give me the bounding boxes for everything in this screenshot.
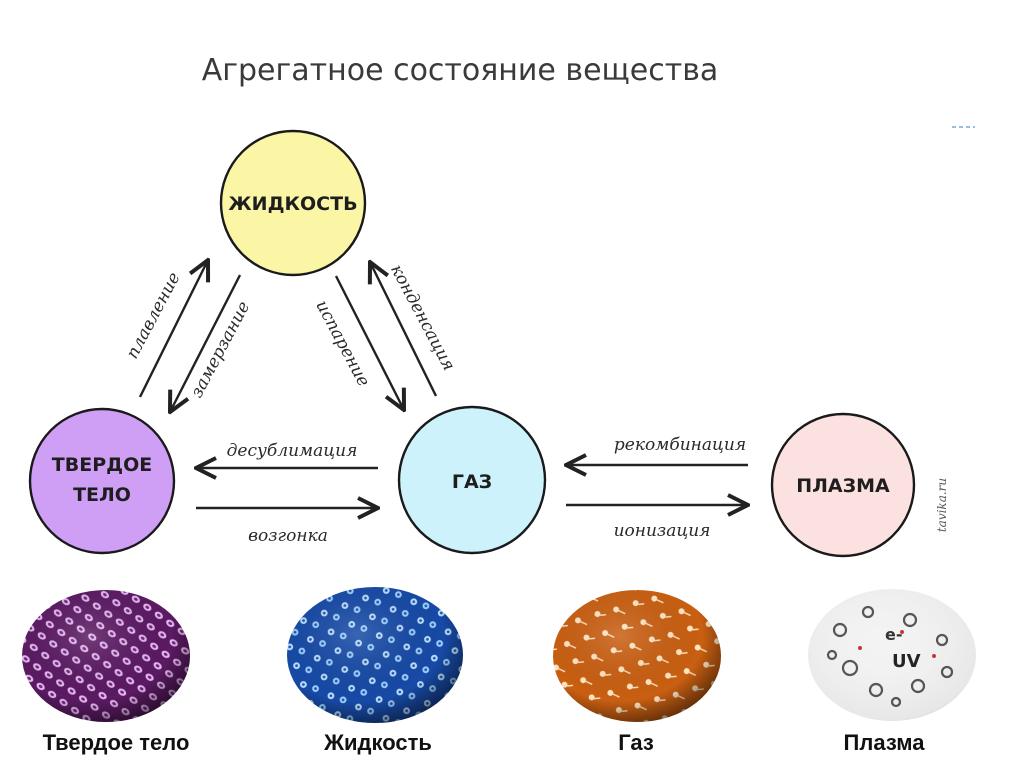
evaporation-label: испарение [311, 297, 373, 390]
sublimation-label: возгонка [248, 526, 328, 546]
plasma-state-circle [770, 412, 916, 558]
caption-liquid: Жидкость [323, 730, 432, 755]
solid-sphere-illustration [22, 590, 190, 722]
credit-text: tavika.ru [935, 478, 949, 532]
plasma-sphere-illustration: e- UV [808, 589, 976, 721]
melting-label: плавление [122, 269, 184, 362]
freezing-arrow [170, 274, 242, 412]
gas-state-label: ГАЗ [452, 471, 492, 493]
liquid-state-label: ЖИДКОСТЬ [228, 193, 357, 215]
condensation-arrow [370, 262, 438, 397]
desublimation-label: десублимация [227, 441, 358, 461]
caption-gas: Газ [618, 730, 654, 755]
melting-arrow [138, 260, 208, 398]
ionization-label: ионизация [614, 521, 711, 541]
liquid-sphere-illustration [287, 587, 463, 723]
gas-sphere-illustration [553, 590, 721, 722]
caption-plasma: Плазма [844, 730, 926, 755]
recombination-label: рекомбинация [614, 435, 746, 455]
solid-state-label-line2: ТЕЛО [73, 484, 131, 506]
diagram-title: Агрегатное состояние вещества [202, 53, 719, 88]
caption-solid: Твердое тело [43, 730, 190, 755]
solid-state-label-line1: ТВЕРДОЕ [52, 454, 152, 476]
gas-state-circle [397, 405, 547, 555]
solid-state-circle [28, 407, 176, 555]
plasma-state-label: ПЛАЗМА [796, 475, 890, 497]
liquid-state-circle [219, 129, 367, 277]
evaporation-arrow [334, 275, 404, 410]
